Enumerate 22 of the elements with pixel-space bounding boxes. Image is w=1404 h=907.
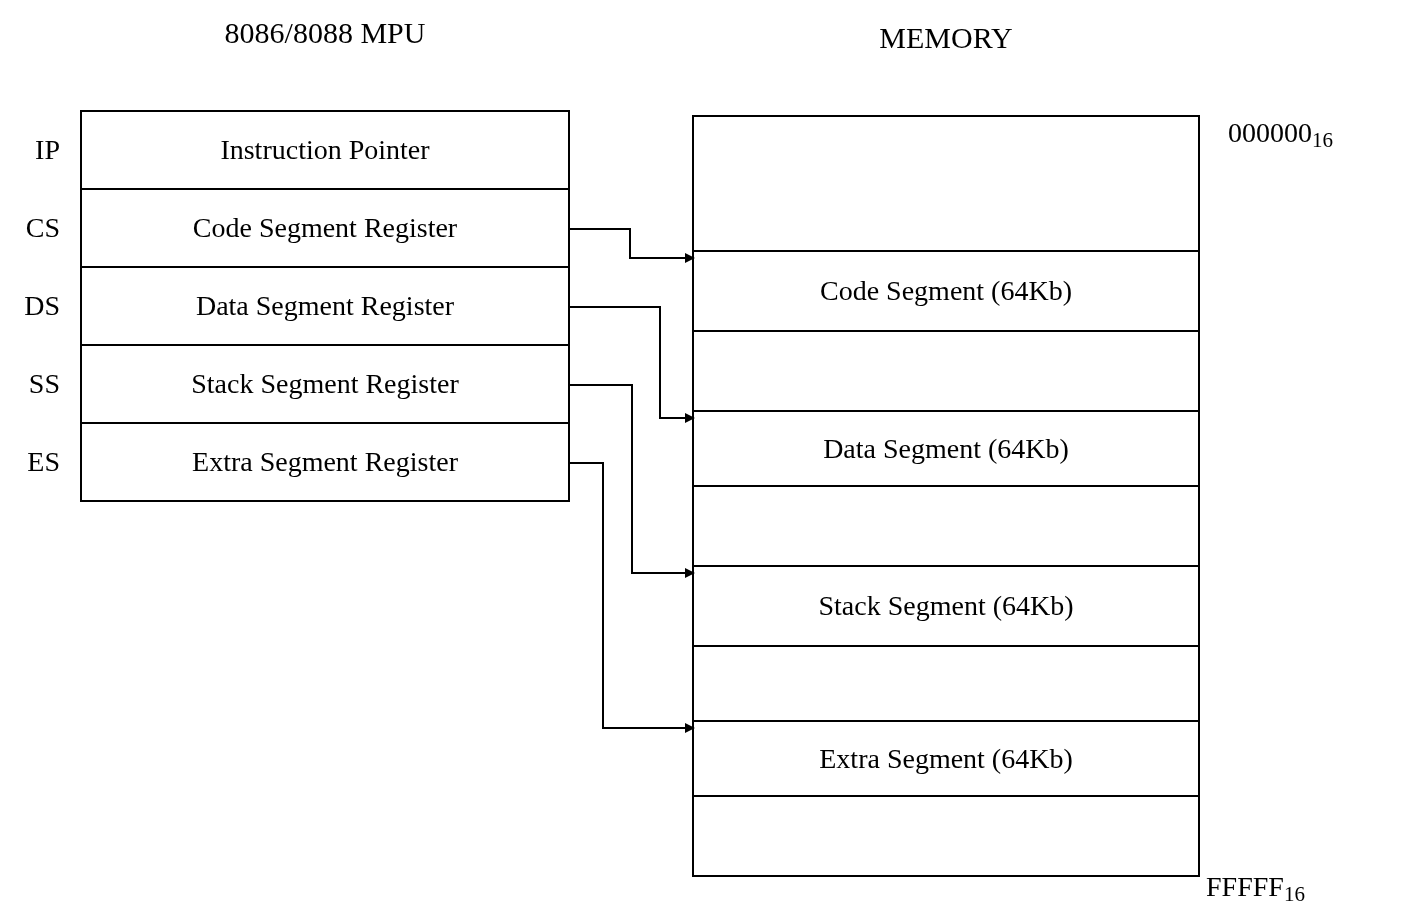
register-abbreviation: ES xyxy=(27,445,60,479)
arrow xyxy=(567,228,695,263)
row-label: Extra Segment Register xyxy=(192,445,458,479)
arrow xyxy=(567,462,695,733)
row-label: Data Segment Register xyxy=(195,289,455,323)
row-label: Stack Segment Register xyxy=(191,367,459,401)
arrow xyxy=(567,306,695,423)
column-heading: 8086/8088 MPU xyxy=(223,15,427,51)
register-abbreviation: CS xyxy=(25,211,60,245)
arrow xyxy=(567,384,695,578)
column-heading: MEMORY xyxy=(878,20,1014,56)
register-abbreviation: SS xyxy=(28,367,60,401)
row-label: Instruction Pointer xyxy=(220,133,430,167)
address-label: 000000$_{16}$ xyxy=(1228,116,1333,154)
register-abbreviation: DS xyxy=(24,289,60,323)
row-label: Data Segment (64Kb) xyxy=(823,431,1069,466)
row-label: Stack Segment (64Kb) xyxy=(818,589,1074,623)
register-abbreviation: IP xyxy=(35,133,60,167)
address-label: FFFFF$_{16}$ xyxy=(1206,870,1305,907)
row-label: Extra Segment (64Kb) xyxy=(819,741,1073,776)
row-label: Code Segment (64Kb) xyxy=(820,274,1072,308)
row-label: Code Segment Register xyxy=(192,211,458,245)
